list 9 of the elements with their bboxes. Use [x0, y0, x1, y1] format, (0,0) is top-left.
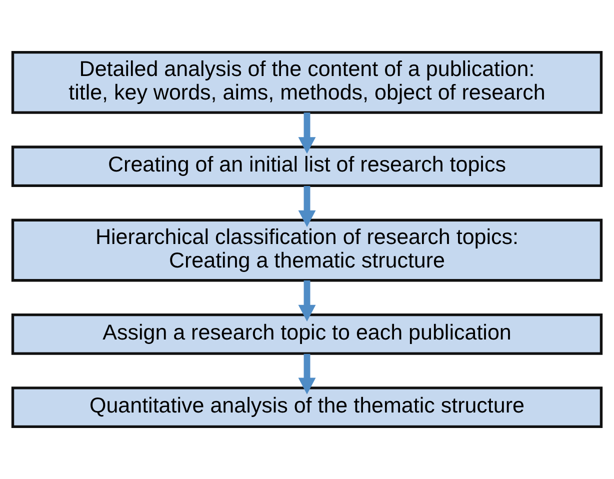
arrow — [298, 354, 316, 394]
node-box: Assign a research topic to each publication — [11, 313, 603, 355]
arrow — [298, 112, 316, 154]
arrow — [298, 186, 316, 228]
arrow — [298, 280, 316, 322]
node-box: Creating of an initial list of research topics — [11, 146, 603, 188]
node-box: Quantitative analysis of the thematic structure — [11, 386, 603, 428]
node-box: Detailed analysis of the content of a publication: title, key words, aims, methods, object of research — [11, 50, 603, 114]
node-box: Hierarchical classification of research topics: Creating a thematic structure — [11, 218, 603, 282]
